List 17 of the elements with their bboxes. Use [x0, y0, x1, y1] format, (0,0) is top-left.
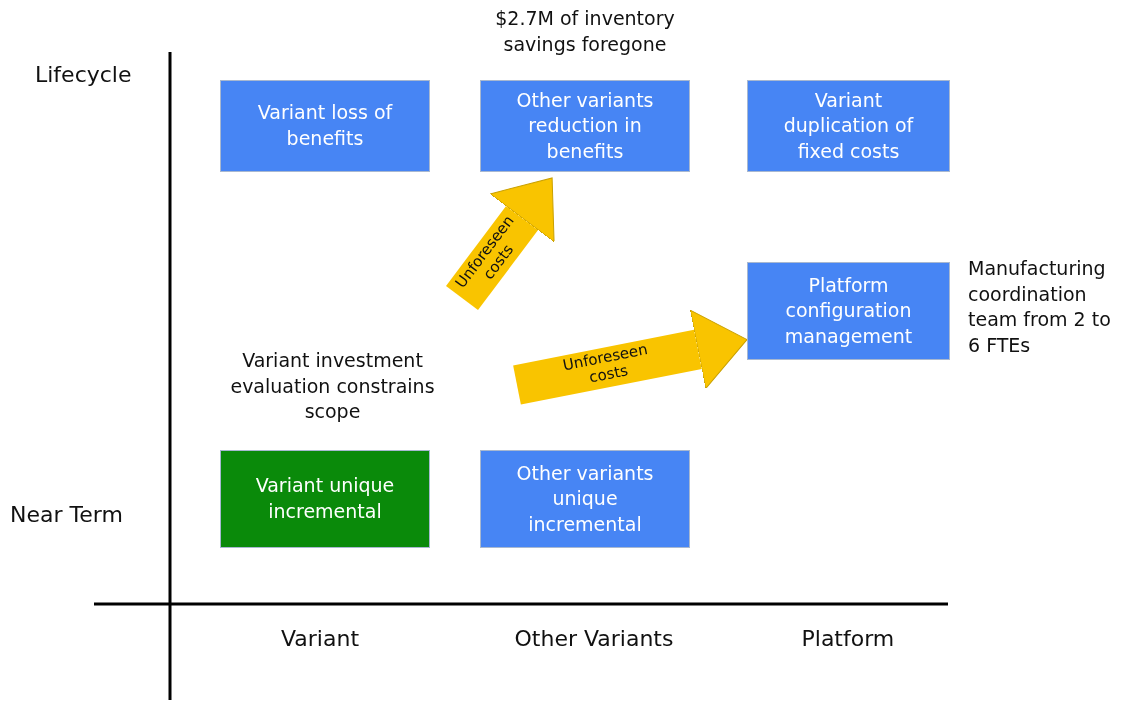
box-note: Variant investment evaluation constrains scope	[229, 348, 436, 425]
axis-label: Lifecycle	[35, 62, 132, 87]
axis-label: Near Term	[10, 502, 123, 527]
cost-box: Variant duplication of fixed costs	[747, 80, 950, 172]
cost-box: Variant loss of benefits	[220, 80, 430, 172]
cost-box: Other variants reduction in benefits	[480, 80, 690, 172]
block-arrow	[513, 309, 748, 405]
block-arrow	[446, 177, 555, 311]
edge-label: Unforeseen costs	[560, 340, 651, 389]
cost-box: Other variants unique incremental	[480, 450, 690, 548]
axis-category: Other Variants	[514, 626, 674, 651]
axis-category: Platform	[801, 626, 895, 651]
box-note: Manufacturing coordination team from 2 to 6 FTEs	[968, 256, 1112, 358]
axis-category: Variant	[281, 626, 360, 651]
cost-box: Variant unique incremental	[220, 450, 430, 548]
cost-box: Platform configuration management	[747, 262, 950, 360]
box-note: $2.7M of inventory savings foregone	[494, 6, 676, 57]
